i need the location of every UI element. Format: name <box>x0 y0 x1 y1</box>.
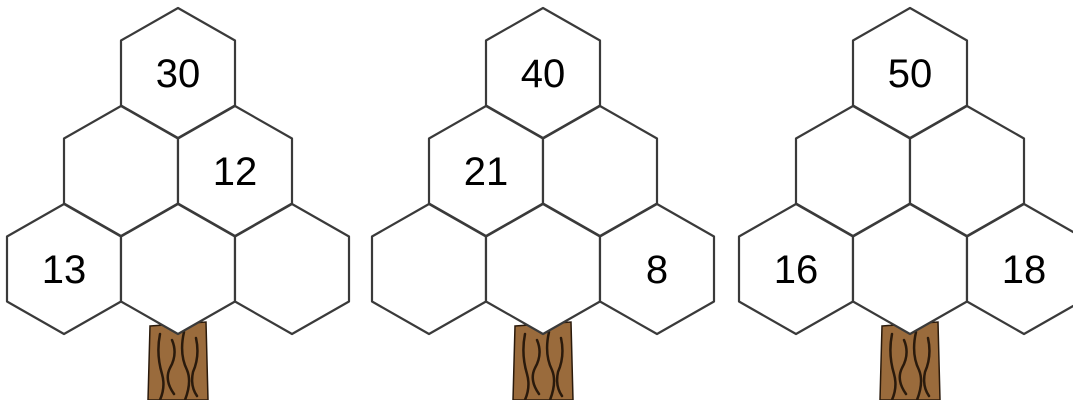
cell-number: 21 <box>464 150 509 194</box>
cell-number: 16 <box>774 248 819 292</box>
cell-number: 8 <box>646 248 668 292</box>
cell-number: 30 <box>156 52 201 96</box>
cell-number: 50 <box>888 52 933 96</box>
hexagon-tree-3: 50 16 18 <box>739 8 1073 400</box>
hexagon-tree-2: 40 21 8 <box>372 8 714 400</box>
cell-number: 12 <box>213 150 258 194</box>
hexagon-tree-1: 30 12 13 <box>7 8 349 400</box>
cell-number: 40 <box>521 52 566 96</box>
cell-number: 18 <box>1002 248 1047 292</box>
cell-number: 13 <box>42 248 87 292</box>
